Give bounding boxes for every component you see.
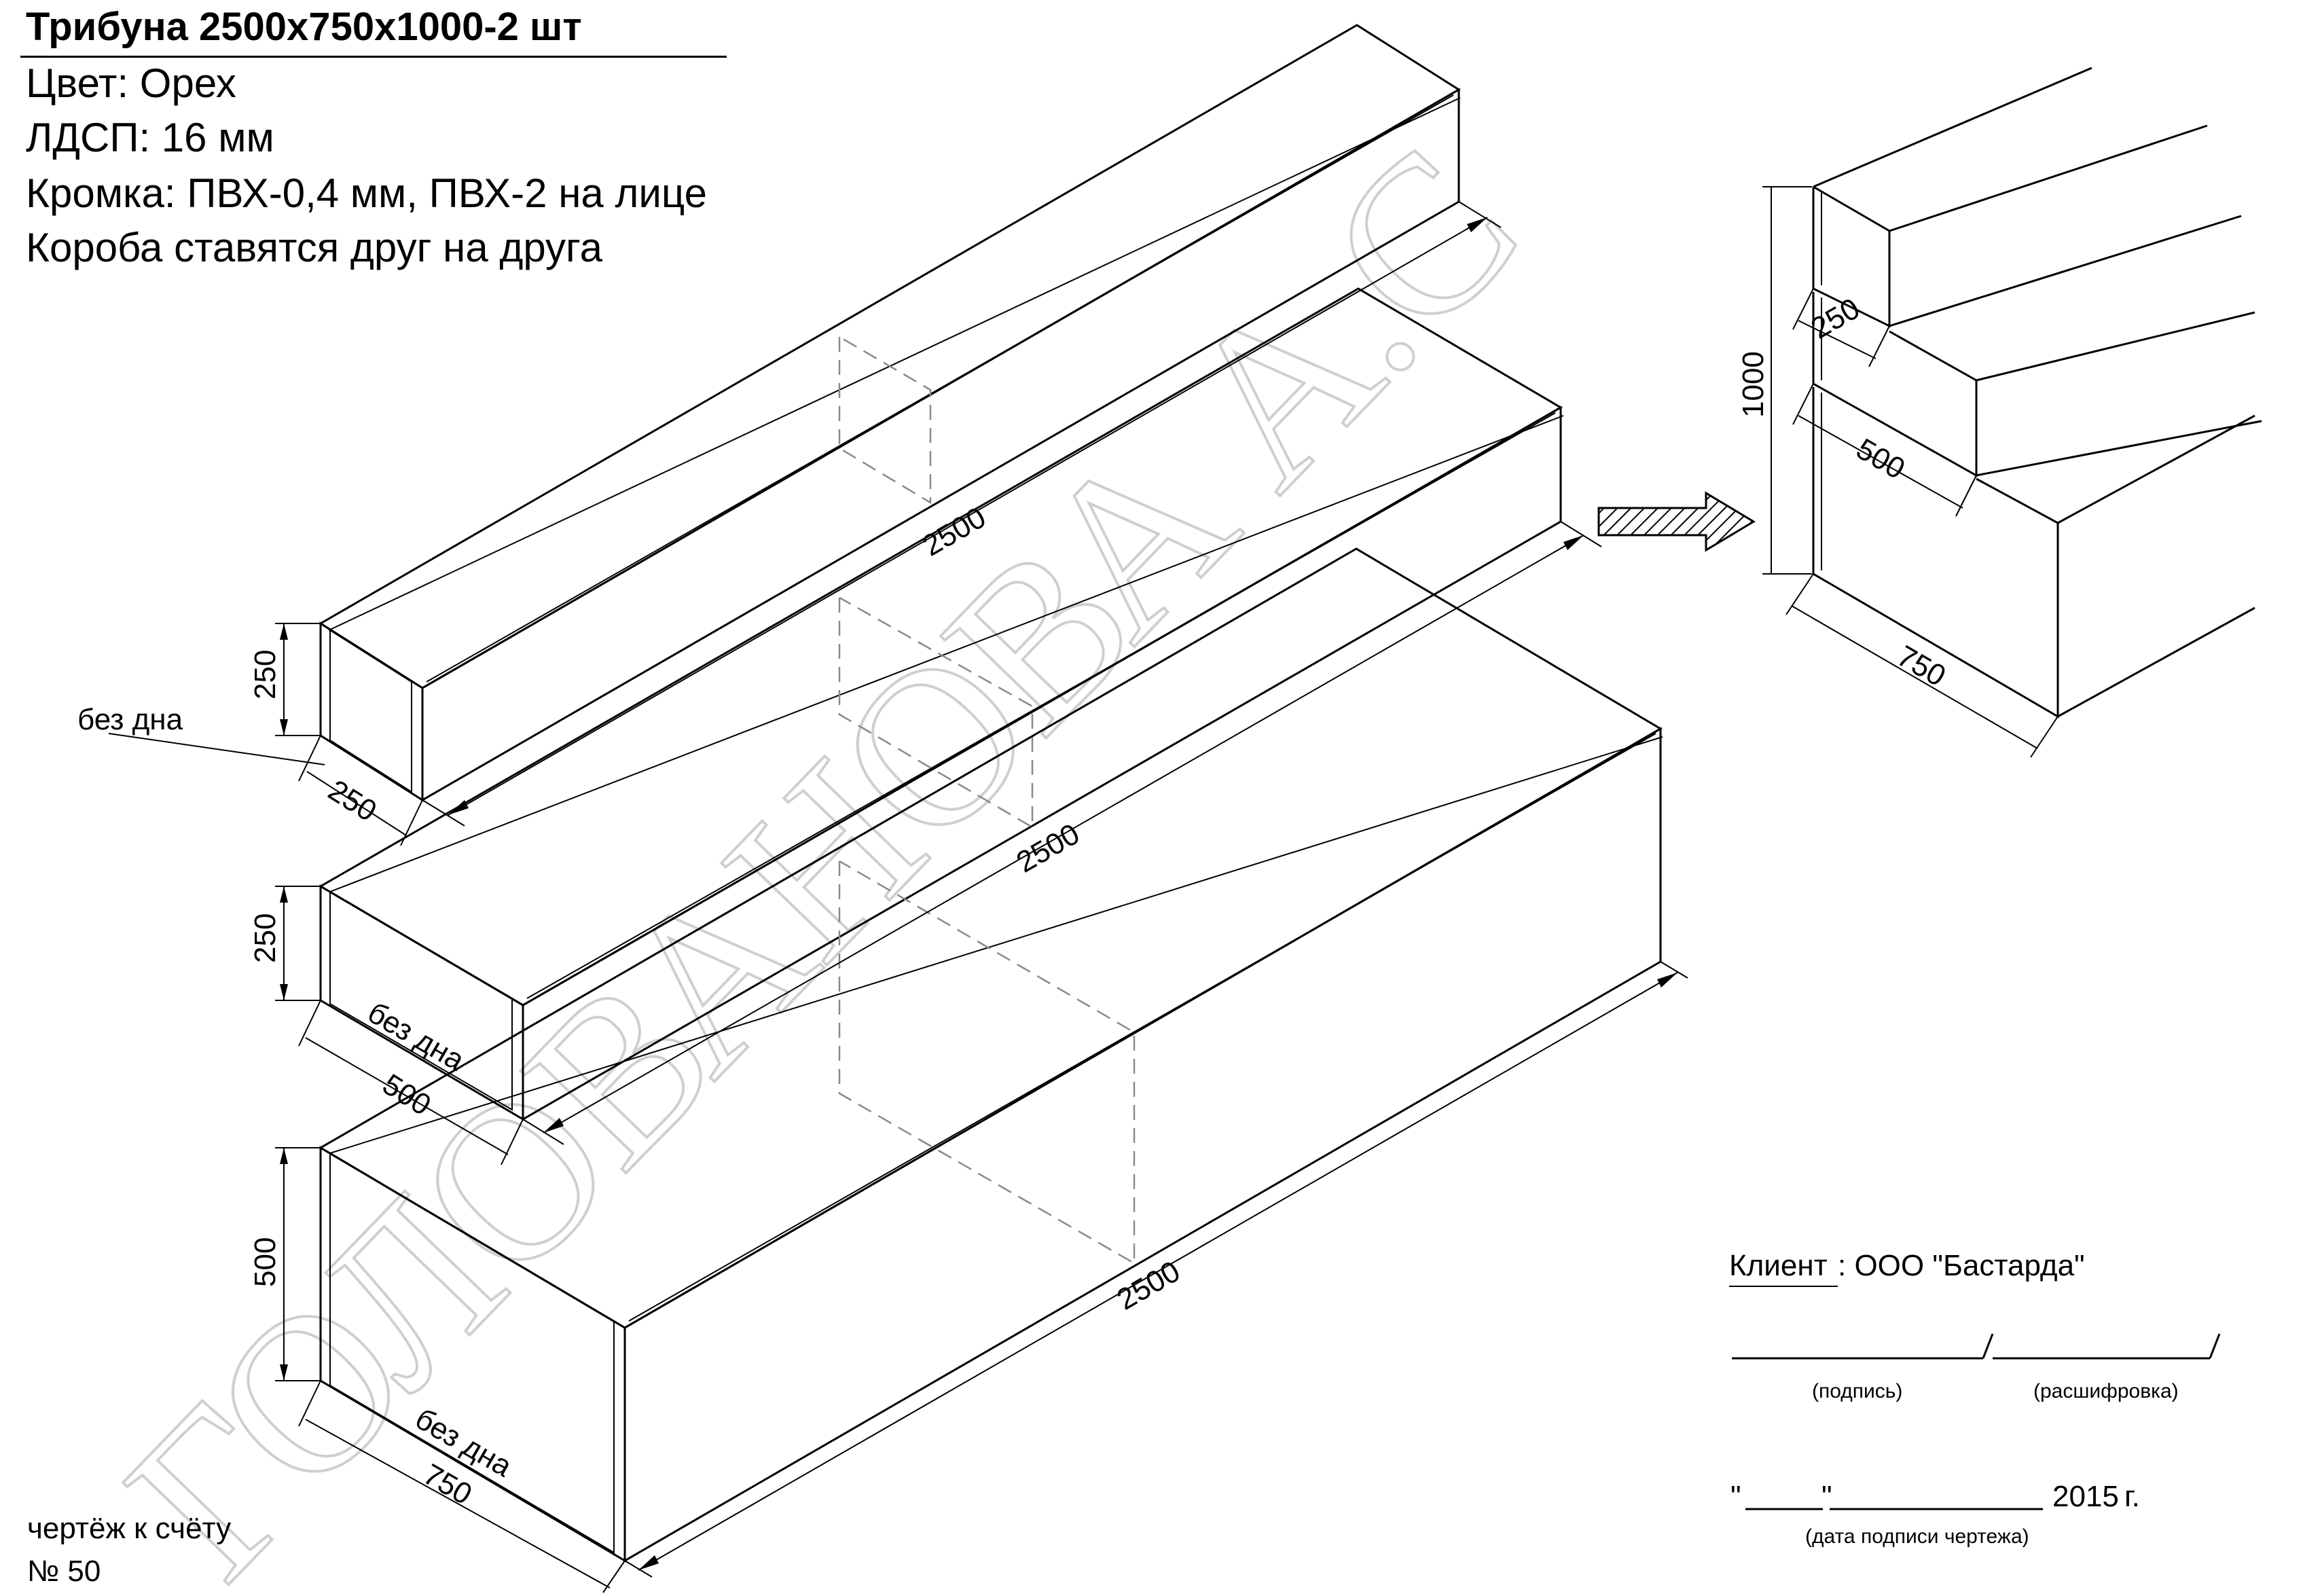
watermark: ГОЛОВАНОВА А.С <box>79 103 1561 1596</box>
bottom-box-top-inner-edge <box>329 736 1663 1154</box>
spec-board: ЛДСП: 16 мм <box>26 115 274 160</box>
middle-height-label: 250 <box>249 913 282 963</box>
assembly-step-mid-label: 500 <box>1851 432 1910 486</box>
date-year: 2015 <box>2052 1480 2119 1513</box>
bottom-height-label: 500 <box>249 1237 282 1287</box>
drawing-title: Трибуна 2500х750х1000-2 шт <box>26 5 582 49</box>
client-value: : ООО "Бастарда" <box>1838 1249 2085 1282</box>
top-box-top-edge-2 <box>426 94 1454 683</box>
assembly-detail <box>1812 67 2262 719</box>
middle-note-label: без дна <box>362 996 470 1077</box>
invoice-line1: чертёж к счёту <box>27 1512 231 1545</box>
signature-block <box>1729 1286 2221 1510</box>
decode-caption: (расшифровка) <box>2033 1380 2179 1402</box>
watermark-text: ГОЛОВАНОВА А.С <box>81 104 1560 1596</box>
bottom-box-front-inner <box>329 1152 615 1554</box>
top-box-front-face <box>319 621 424 802</box>
middle-box-top-inner-edge <box>329 415 1564 892</box>
dimension-arrows <box>280 217 1678 1570</box>
spec-note: Короба ставятся друг на друга <box>26 225 602 270</box>
bottom-length-label: 2500 <box>1112 1254 1186 1316</box>
bottom-depth-label: 750 <box>418 1457 477 1511</box>
assembly-height-label: 1000 <box>1737 351 1770 418</box>
date-caption: (дата подписи чертежа) <box>1805 1525 2029 1548</box>
footer-text: Клиент : ООО "Бастарда" (подпись) (расши… <box>27 1249 2179 1588</box>
top-depth-label: 250 <box>323 774 382 828</box>
sign-caption: (подпись) <box>1812 1380 1902 1402</box>
assembly-dimension-labels: 1000 250 500 750 <box>1737 292 1951 693</box>
invoice-line2: № 50 <box>27 1555 101 1588</box>
spec-edge: Кромка: ПВХ-0,4 мм, ПВХ-2 на лице <box>26 170 707 216</box>
date-mid-quote: " <box>1821 1480 1832 1513</box>
top-height-label: 250 <box>249 650 282 700</box>
top-box-front-inner <box>329 629 412 793</box>
date-open-quote: " <box>1730 1480 1741 1513</box>
middle-box-top-edge-2 <box>526 412 1556 999</box>
client-label: Клиент <box>1729 1249 1828 1282</box>
top-box <box>319 24 1461 802</box>
middle-box-hidden-partition <box>838 596 1034 829</box>
assembly-dimensions <box>1762 186 2059 758</box>
top-box-top-inner-edge <box>328 97 1461 631</box>
top-box-hidden-partition <box>838 335 932 505</box>
bottom-box-top-edge-2 <box>628 733 1656 1322</box>
title-underline <box>20 56 727 58</box>
middle-box-front-inner <box>329 890 513 1111</box>
spec-color: Цвет: Орех <box>26 60 236 106</box>
dimension-lines <box>108 201 1688 1593</box>
assembly-step-top-label: 250 <box>1806 292 1866 346</box>
top-note-label: без дна <box>77 703 183 736</box>
assembly-depth-label: 750 <box>1891 639 1951 693</box>
date-year-unit: г. <box>2124 1480 2140 1513</box>
hatched-arrow <box>1597 491 1756 552</box>
